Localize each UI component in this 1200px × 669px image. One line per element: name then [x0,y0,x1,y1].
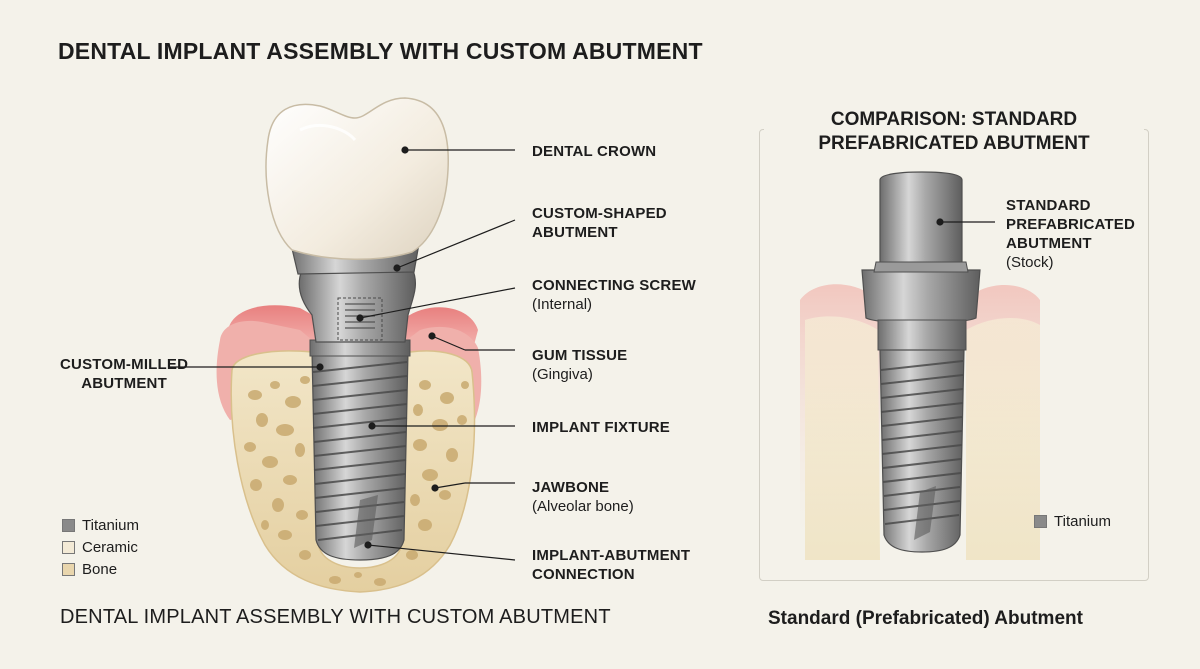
label-gum-tissue: GUM TISSUE (Gingiva) [532,347,628,383]
leader-lines [170,146,516,561]
legend-label-bone: Bone [82,560,118,578]
comparison-caption: Standard (Prefabricated) Abutment [768,608,1083,629]
label-implant-abutment-connection: IMPLANT-ABUTMENT CONNECTION [532,547,691,583]
legend-label-ceramic: Ceramic [82,538,138,556]
label-connecting-screw: CONNECTING SCREW (Internal) [532,277,697,313]
legend-label-titanium: Titanium [82,516,139,534]
diagram-caption: DENTAL IMPLANT ASSEMBLY WITH CUSTOM ABUT… [60,606,611,628]
dental-crown [265,97,449,260]
comparison-legend: Titanium [1034,510,1111,532]
comparison-legend-item-titanium: Titanium [1034,510,1111,532]
label-dental-crown: DENTAL CROWN [532,143,657,160]
comparison-title-line-1: COMPARISON: STANDARD [830,109,1078,130]
legend-swatch-ceramic [62,540,75,554]
legend-swatch-bone [62,562,75,576]
legend-item-bone: Bone [62,558,139,580]
comparison-legend-swatch [1034,514,1047,528]
standard-fixture [879,349,965,553]
label-custom-shaped-abutment: CUSTOM-SHAPED ABUTMENT [532,205,667,241]
label-implant-fixture: IMPLANT FIXTURE [532,419,670,436]
comparison-gum [800,284,1040,560]
legend-item-titanium: Titanium [62,514,139,536]
legend-swatch-titanium [62,518,75,532]
label-standard-abutment: STANDARD PREFABRICATED ABUTMENT (Stock) [1006,197,1135,271]
legend: Titanium Ceramic Bone [62,514,139,580]
diagram-title: DENTAL IMPLANT ASSEMBLY WITH CUSTOM ABUT… [58,38,703,64]
comparison-leader [936,218,995,226]
standard-abutment [861,171,981,351]
comparison-title-line-2: PREFABRICATED ABUTMENT [818,133,1090,154]
jawbone [230,350,476,593]
comparison-title: COMPARISON: STANDARD PREFABRICATED ABUTM… [764,108,1144,156]
label-jawbone: JAWBONE (Alveolar bone) [532,479,634,515]
legend-item-ceramic: Ceramic [62,536,139,558]
label-custom-milled-abutment: CUSTOM-MILLED ABUTMENT [60,356,189,392]
implant-fixture [311,351,409,561]
comparison-legend-label: Titanium [1054,512,1111,530]
